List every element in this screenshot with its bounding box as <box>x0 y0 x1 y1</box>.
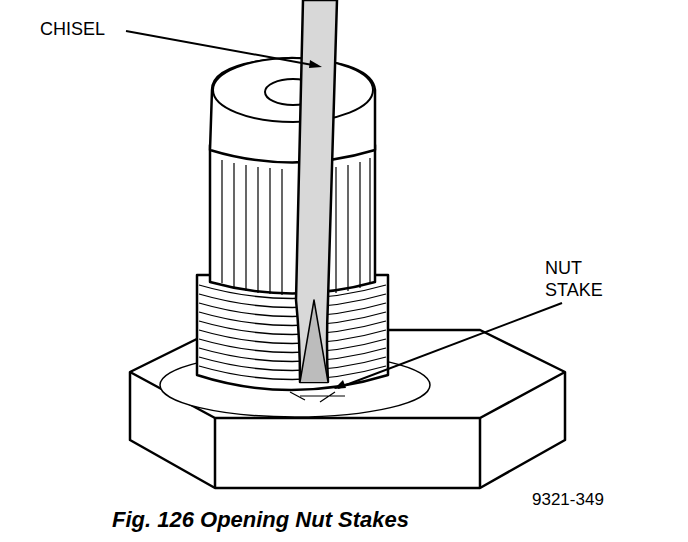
caption: Fig. 126 Opening Nut Stakes <box>112 507 409 533</box>
leader-line <box>126 31 318 66</box>
leader-line <box>338 303 562 388</box>
chisel <box>296 0 337 382</box>
spindle-end <box>210 58 375 163</box>
part-label: CHISEL <box>40 18 105 40</box>
splined-hub <box>210 145 375 294</box>
part-label: NUT STAKE <box>545 257 615 301</box>
figure-number: 9321-349 <box>532 490 604 510</box>
